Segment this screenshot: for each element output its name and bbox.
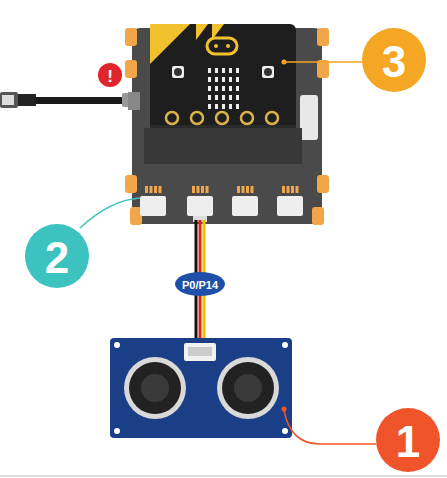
- callout-number: 2: [45, 236, 69, 280]
- leader-line: [284, 410, 376, 444]
- leader-line: [286, 61, 362, 63]
- led: [229, 95, 232, 100]
- header-pin: [201, 186, 204, 193]
- usb-plug: [0, 92, 18, 108]
- grove-ports: [140, 186, 303, 216]
- led: [208, 95, 211, 100]
- callout-number: 1: [396, 420, 420, 464]
- ultrasonic-sensor: [110, 338, 292, 438]
- led: [215, 104, 218, 109]
- led: [236, 104, 239, 109]
- header-pin: [287, 186, 290, 193]
- led: [222, 104, 225, 109]
- led: [208, 77, 211, 82]
- header-pin: [291, 186, 294, 193]
- led: [222, 86, 225, 91]
- header-pin: [282, 186, 285, 193]
- callout-number: 3: [382, 40, 406, 84]
- header-pin: [159, 186, 162, 193]
- header-pin: [145, 186, 148, 193]
- callout-circle: [376, 408, 440, 472]
- led: [222, 95, 225, 100]
- usb-cable: [36, 97, 128, 104]
- header-pin: [197, 186, 200, 193]
- led: [236, 86, 239, 91]
- led: [222, 68, 225, 73]
- header-pin: [296, 186, 299, 193]
- pin-badge: [175, 272, 225, 296]
- led: [222, 77, 225, 82]
- header-pin: [154, 186, 157, 193]
- header-pin: [242, 186, 245, 193]
- led: [229, 104, 232, 109]
- led: [208, 68, 211, 73]
- header-pin: [150, 186, 153, 193]
- led: [208, 86, 211, 91]
- callout-circle: [25, 224, 89, 288]
- led: [229, 86, 232, 91]
- led: [215, 86, 218, 91]
- warning-badge: [98, 63, 122, 87]
- header-pin: [237, 186, 240, 193]
- header-pin: [251, 186, 254, 193]
- header-pin: [206, 186, 209, 193]
- led: [215, 77, 218, 82]
- callout-circle: [362, 28, 426, 92]
- led: [229, 77, 232, 82]
- led: [208, 104, 211, 109]
- led: [215, 68, 218, 73]
- leader-line: [80, 198, 140, 228]
- led: [236, 95, 239, 100]
- warning-mark: !: [107, 68, 113, 85]
- sensor-cable: [175, 216, 225, 348]
- led: [229, 68, 232, 73]
- led: [236, 77, 239, 82]
- header-pin: [192, 186, 195, 193]
- led: [215, 95, 218, 100]
- pin-name: P0/P14: [182, 280, 218, 291]
- led: [236, 68, 239, 73]
- header-pin: [246, 186, 249, 193]
- microbit-board: [144, 24, 302, 164]
